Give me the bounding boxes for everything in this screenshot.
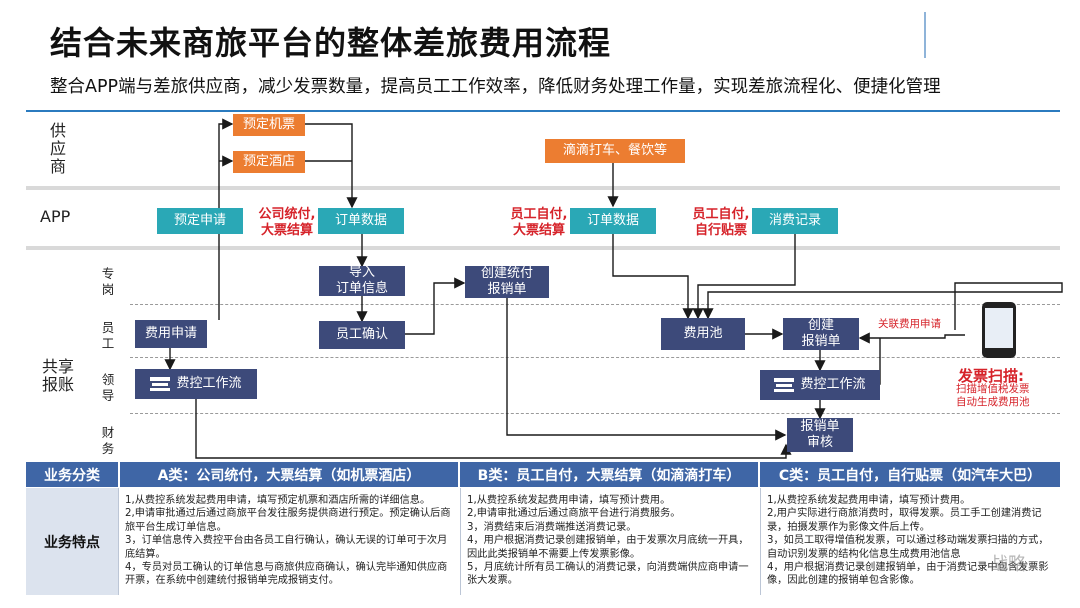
- workflow-b-box: 费控工作流: [760, 370, 880, 400]
- line-unified-to-review: [506, 298, 787, 441]
- create-claim-box: 创建 报销单: [783, 318, 859, 350]
- business-type-table: 业务分类 A类：公司统付，大票结算（如机票酒店） B类：员工自付，大票结算（如滴…: [26, 462, 1060, 597]
- invoice-scan-title: 发票扫描:: [958, 367, 1024, 385]
- line-record-to-pool: [692, 233, 796, 320]
- phone-icon: [982, 302, 1016, 358]
- sublane-label-employee: 员 工: [101, 320, 115, 351]
- line-workflowa-to-review: [195, 399, 792, 459]
- lane-label-shared: 共享 报账: [41, 357, 74, 394]
- table-cell-a: 1,从费控系统发起费用申请，填写预定机票和酒店所需的详细信息。 2,申请审批通过…: [118, 488, 460, 595]
- lane-label-app: APP: [40, 207, 71, 226]
- line-scan-to-pool: [702, 282, 1063, 330]
- pre-apply-box: 预定申请: [157, 208, 243, 234]
- lane-divider-supplier: [26, 186, 1060, 190]
- workflow-icon: [150, 377, 171, 391]
- page-subtitle: 整合APP端与差旅供应商，减少发票数量，提高员工工作效率，降低财务处理工作量，实…: [50, 77, 941, 97]
- table-cell-b: 1,从费控系统发起费用申请，填写预计费用。 2,申请审批通过后通过商旅平台进行消…: [460, 488, 760, 595]
- line-confirm-to-unified: [404, 277, 466, 335]
- employee-confirm-box: 员工确认: [319, 321, 405, 349]
- expense-record-box: 消费记录: [752, 208, 838, 234]
- table-header-a: A类：公司统付，大票结算（如机票酒店）: [120, 462, 458, 487]
- note-company-pay: 公司统付, 大票结算: [258, 207, 316, 238]
- note-employee-pay-big: 员工自付, 大票结算: [510, 207, 568, 238]
- didi-dining-box: 滴滴打车、餐饮等: [545, 139, 685, 163]
- table-cell-c: 1,从费控系统发起费用申请，填写预计费用。 2,用户实际进行商旅消费时，取得发票…: [760, 488, 1060, 595]
- table-header-category: 业务分类: [26, 462, 118, 487]
- order-data-a-box: 订单数据: [318, 208, 404, 234]
- sublane-label-finance: 财 务: [101, 425, 115, 456]
- sublane-divider-2: [130, 357, 1060, 358]
- title-accent-bar: [924, 12, 926, 58]
- table-row-label: 业务特点: [26, 488, 118, 595]
- sublane-divider-1: [130, 304, 1060, 305]
- watermark: 战略: [990, 554, 1026, 575]
- order-data-b-box: 订单数据: [570, 208, 656, 234]
- sublane-label-leader: 领 导: [101, 372, 115, 403]
- sublane-divider-3: [130, 413, 1060, 414]
- expense-apply-box: 费用申请: [135, 320, 207, 348]
- workflow-icon: [774, 378, 795, 392]
- page-title: 结合未来商旅平台的整体差旅费用流程: [50, 24, 612, 62]
- note-employee-pay-self: 员工自付, 自行贴票: [692, 207, 750, 238]
- invoice-scan-desc: 扫描增值税发票 自动生成费用池: [956, 383, 1030, 408]
- book-flight-box: 预定机票: [233, 114, 305, 136]
- table-header-b: B类：员工自付，大票结算（如滴滴打车）: [460, 462, 758, 487]
- import-order-box: 导入 订单信息: [319, 265, 405, 296]
- line-apply-to-flight: [218, 118, 234, 320]
- lane-label-supplier: 供 应 商: [49, 121, 66, 176]
- table-header-c: C类：员工自付，自行贴票（如汽车大巴）: [760, 462, 1060, 487]
- expense-pool-box: 费用池: [661, 318, 745, 350]
- claim-review-box: 报销单 审核: [787, 418, 853, 452]
- line-linkapply-to-claim: [858, 332, 965, 344]
- create-unified-claim-box: 创建统付 报销单: [465, 266, 549, 298]
- book-hotel-box: 预定酒店: [233, 151, 305, 173]
- line-flight-to-order: [304, 123, 358, 209]
- workflow-b-label: 费控工作流: [800, 377, 866, 392]
- sublane-label-zhuangang: 专 岗: [101, 266, 115, 297]
- workflow-a-label: 费控工作流: [176, 376, 242, 391]
- note-link-apply: 关联费用申请: [878, 318, 941, 330]
- line-orderb-to-pool: [612, 233, 694, 320]
- header-divider: [26, 110, 1060, 112]
- lane-divider-app: [26, 246, 1060, 250]
- workflow-a-box: 费控工作流: [135, 369, 257, 399]
